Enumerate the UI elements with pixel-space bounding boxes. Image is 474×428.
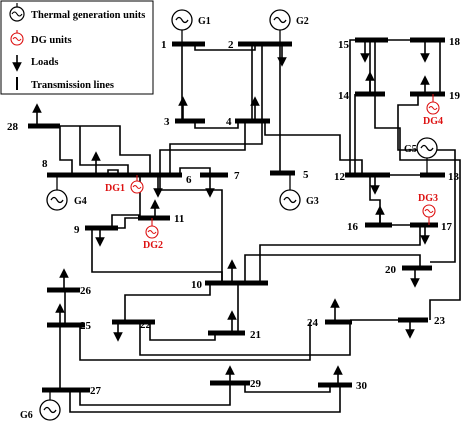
generator-g2-icon: [269, 9, 291, 44]
dg-label: DG2: [143, 240, 163, 251]
bus-labels: 1 2 3 4 5 6 7 8 9 10 11 12 13 14 15 16 1…: [7, 36, 461, 397]
bus-label: 1: [161, 39, 167, 51]
generator-label: G3: [306, 196, 319, 207]
dg-label: DG4: [423, 116, 443, 127]
generator-g4-icon: [46, 175, 68, 211]
bus-label: 30: [356, 380, 368, 392]
dg1-icon: [130, 175, 144, 194]
dg-labels: DG1 DG2 DG3 DG4: [105, 116, 443, 251]
bus-label: 10: [191, 279, 203, 291]
bus-label: 27: [90, 385, 102, 397]
bus-label: 14: [338, 90, 350, 102]
dg4-icon: [426, 94, 440, 115]
bus-label: 22: [140, 319, 152, 331]
bus-label: 25: [80, 320, 92, 332]
bus-label: 21: [250, 329, 261, 341]
bus-label: 4: [226, 116, 232, 128]
legend-lines-label: Transmission lines: [31, 80, 114, 91]
bus-label: 29: [250, 378, 262, 390]
bus-label: 9: [74, 224, 80, 236]
bus-label: 11: [174, 213, 184, 225]
generator-label: G1: [198, 16, 211, 27]
bus-label: 3: [164, 116, 170, 128]
bus-label: 8: [42, 158, 48, 170]
buses: [28, 37, 445, 393]
transmission-lines: [55, 39, 461, 413]
dg-label: DG1: [105, 183, 125, 194]
dg3-icon: [422, 204, 436, 225]
bus-label: 20: [385, 264, 397, 276]
bus-label: 19: [449, 90, 461, 102]
generator-g1-icon: [171, 9, 193, 44]
legend-thermal-label: Thermal generation units: [31, 10, 145, 21]
loads: [32, 40, 430, 385]
dg-unit-legend-icon: [10, 30, 24, 46]
bus-label: 6: [186, 174, 192, 186]
dg-label: DG3: [418, 193, 438, 204]
dg-units: [130, 94, 440, 239]
generator-labels: G1 G2 G3 G4 G5 G6: [20, 16, 417, 421]
generator-label: G4: [74, 196, 87, 207]
thermal-generators: [39, 9, 438, 421]
bus-label: 13: [448, 171, 460, 183]
bus-label: 18: [449, 36, 461, 48]
bus-label: 15: [338, 39, 350, 51]
generator-label: G2: [296, 16, 309, 27]
bus-label: 26: [80, 285, 92, 297]
bus-label: 24: [307, 317, 319, 329]
bus-label: 2: [228, 39, 234, 51]
legend-loads-label: Loads: [31, 57, 58, 68]
generator-g3-icon: [279, 173, 301, 211]
generator-g5-icon: [416, 137, 438, 175]
bus-label: 16: [347, 221, 359, 233]
legend: Thermal generation units DG units Loads …: [0, 0, 154, 95]
bus-label: 5: [303, 169, 309, 181]
thermal-unit-legend-icon: [9, 3, 25, 22]
generator-label: G6: [20, 410, 33, 421]
dg2-icon: [145, 218, 159, 239]
legend-dg-label: DG units: [31, 35, 72, 46]
generator-g6-icon: [39, 390, 61, 421]
bus-label: 7: [234, 170, 240, 182]
bus-label: 12: [334, 171, 346, 183]
generator-label: G5: [404, 144, 417, 155]
bus-label: 28: [7, 121, 19, 133]
bus-label: 23: [434, 315, 446, 327]
bus-label: 17: [441, 221, 453, 233]
